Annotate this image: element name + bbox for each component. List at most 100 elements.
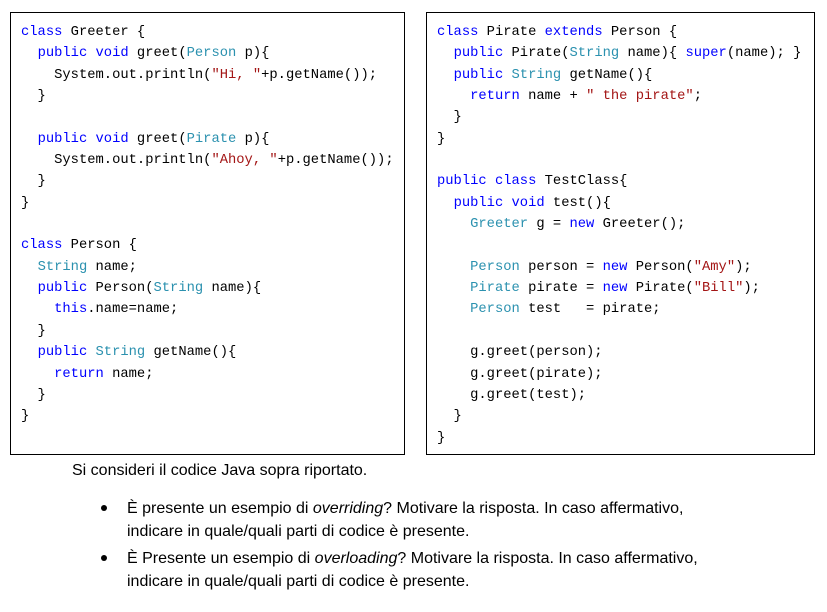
code-token	[437, 68, 454, 83]
code-token: g.greet(pirate);	[437, 366, 603, 382]
code-token	[21, 46, 38, 61]
code-token: Person {	[602, 25, 678, 40]
code-token: void	[511, 195, 545, 211]
bullet-icon	[101, 505, 107, 511]
code-token: name){	[619, 46, 686, 62]
code-line: public Pirate(String name){ super(name);…	[437, 43, 810, 64]
code-token: Pirate	[478, 25, 545, 40]
code-token	[437, 217, 470, 232]
code-token: Pirate	[470, 281, 520, 297]
question-line: indicare in quale/quali parti di codice …	[127, 573, 470, 590]
code-token: String	[153, 281, 204, 297]
code-token: }	[437, 409, 462, 425]
code-token: public	[37, 46, 88, 62]
code-token: Greeter();	[594, 217, 686, 233]
code-token	[437, 281, 470, 296]
code-line: }	[21, 321, 400, 342]
question-line: È presente un esempio di overriding? Mot…	[127, 497, 815, 520]
code-line	[437, 150, 810, 171]
code-token: getName(){	[145, 345, 237, 361]
code-token	[437, 196, 454, 211]
code-line: System.out.println("Ahoy, "+p.getName())…	[21, 150, 400, 171]
code-line: return name;	[21, 364, 400, 385]
code-line: String name;	[21, 257, 400, 278]
code-token	[21, 302, 54, 317]
code-token: void	[95, 131, 129, 147]
code-token: public	[437, 174, 487, 190]
code-token: super	[685, 46, 727, 62]
code-line: class Person {	[21, 235, 400, 256]
code-token: public	[453, 195, 504, 211]
code-token: Greeter {	[62, 25, 146, 40]
code-token: }	[437, 131, 446, 147]
code-line: Pirate pirate = new Pirate("Bill");	[437, 278, 810, 299]
code-line: public void test(){	[437, 193, 810, 214]
code-token: new	[602, 281, 628, 297]
code-token	[487, 174, 495, 189]
question-text: ? Motivare la risposta. In caso affermat…	[397, 550, 698, 567]
code-token: "Hi, "	[211, 67, 262, 83]
code-block-left: class Greeter { public void greet( Person…	[10, 12, 405, 455]
code-line: public class TestClass{	[437, 171, 810, 192]
code-token: p){	[236, 131, 270, 147]
code-lines-right: class Pirate extends Person { public Pir…	[437, 22, 810, 449]
code-token	[437, 46, 454, 61]
code-line: class Greeter {	[21, 22, 400, 43]
code-token: g.greet(person);	[437, 345, 603, 361]
question-text: ? Motivare la risposta. In caso affermat…	[383, 500, 684, 517]
code-token: Greeter	[470, 217, 529, 233]
code-token: public	[453, 46, 504, 62]
code-token: this	[54, 302, 88, 318]
code-token: String	[37, 259, 88, 275]
code-line: Person person = new Person("Amy");	[437, 257, 810, 278]
code-token	[21, 260, 38, 275]
code-token: extends	[544, 25, 603, 40]
code-token: test(){	[544, 195, 611, 211]
code-token: class	[494, 174, 537, 190]
code-token: }	[21, 409, 30, 425]
code-token: Person {	[62, 238, 137, 254]
code-token: Person(	[627, 259, 694, 275]
code-token	[437, 302, 470, 317]
code-token: }	[21, 323, 46, 339]
code-token: g.greet(test);	[437, 387, 587, 403]
code-line: public String getName(){	[437, 65, 810, 86]
question-line: È Presente un esempio di overloading? Mo…	[127, 547, 815, 570]
code-token: g =	[528, 217, 570, 233]
bullet-icon	[101, 555, 107, 561]
code-token: public	[37, 131, 88, 147]
code-token: Person	[186, 46, 237, 62]
code-token: );	[743, 281, 760, 297]
question-list: È presente un esempio di overriding? Mot…	[95, 497, 815, 597]
code-line	[21, 107, 400, 128]
code-token: return	[54, 366, 104, 382]
code-line: g.greet(pirate);	[437, 364, 810, 385]
code-token: }	[437, 110, 462, 126]
code-line: }	[437, 107, 810, 128]
code-line: return name + " the pirate";	[437, 86, 810, 107]
code-line: Person test = pirate;	[437, 299, 810, 320]
code-token: String	[95, 345, 146, 361]
code-token: greet(	[128, 131, 187, 147]
code-token: p){	[236, 46, 270, 62]
code-token	[437, 260, 470, 275]
code-token	[87, 46, 95, 61]
code-token: name){	[203, 281, 262, 297]
code-token: getName(){	[561, 67, 653, 83]
code-token: "Bill"	[693, 281, 744, 297]
code-line: System.out.println("Hi, "+p.getName());	[21, 65, 400, 86]
code-line: }	[437, 129, 810, 150]
code-token: .name=name;	[87, 302, 179, 318]
code-token: Person(	[87, 281, 154, 297]
code-token: String	[569, 46, 620, 62]
code-token	[503, 196, 511, 211]
code-line: public void greet(Pirate p){	[21, 129, 400, 150]
code-token: "Amy"	[693, 259, 736, 275]
question-caption: Si consideri il codice Java sopra riport…	[72, 462, 368, 479]
code-line: public Person(String name){	[21, 278, 400, 299]
list-item-overloading: È Presente un esempio di overloading? Mo…	[95, 547, 815, 593]
question-text: È Presente un esempio di	[127, 550, 315, 567]
code-line: }	[21, 171, 400, 192]
code-token: +p.getName());	[261, 67, 378, 83]
code-token: class	[437, 25, 479, 40]
